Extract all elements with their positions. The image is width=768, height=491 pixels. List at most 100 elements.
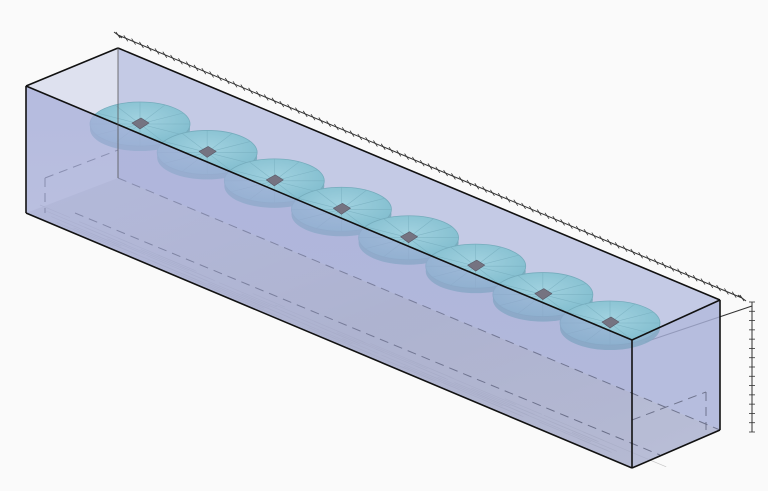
dimension-tick (357, 133, 363, 141)
dimension-tick (302, 110, 308, 118)
dimension-tick (178, 58, 183, 65)
dimension-tick (466, 179, 472, 187)
dimension-tick (154, 48, 160, 55)
edge-top-left (25, 47, 119, 87)
dimension-tick (685, 271, 690, 279)
dimension-tick (248, 87, 253, 95)
edge-bottom-right (631, 429, 721, 469)
dimension-tick (497, 192, 503, 200)
dimension-tick (380, 143, 386, 150)
dimension-tick (591, 232, 597, 239)
disk-hub (265, 174, 284, 187)
dimension-tick (716, 284, 721, 292)
dimension-tick (529, 206, 534, 213)
dimension-tick (536, 209, 542, 216)
dimension-ticks (115, 31, 755, 433)
dimension-tick (263, 94, 269, 101)
disk-hub (467, 259, 486, 272)
dimension-tick (490, 189, 495, 197)
disk-hub (332, 202, 351, 215)
dimension-tick (310, 113, 316, 121)
dimension-tick (575, 225, 581, 233)
dimension-tick (677, 268, 682, 275)
dimension-tick (131, 38, 136, 45)
disk-hub (131, 117, 150, 130)
dimension-tick (607, 238, 612, 246)
dimension-tick (349, 130, 355, 137)
dimension-tick (724, 288, 729, 295)
dimension-tick (427, 163, 433, 170)
dimension-tick (669, 265, 675, 272)
dimension-tick (419, 159, 425, 167)
dimension-tick (162, 51, 168, 58)
dimension-tick (404, 153, 409, 160)
dimension-tick (614, 242, 620, 249)
dimension-tick (170, 54, 175, 62)
dimension-tick (599, 235, 604, 243)
dimension-tick (139, 41, 144, 49)
dimension-tick (568, 222, 573, 229)
dimension-tick (560, 219, 565, 226)
edge-bottom-front (25, 212, 633, 469)
dimension-tick (622, 245, 628, 252)
dimension-tick (731, 291, 737, 298)
dimension-tick (185, 61, 191, 68)
dimension-tick (630, 248, 636, 256)
tank-front-panel (26, 86, 632, 468)
dimension-tick (326, 120, 331, 127)
disk-hub (601, 316, 620, 329)
dimension-tick (224, 77, 230, 85)
dimension-tick (513, 199, 519, 206)
disk-hub (400, 231, 419, 244)
dimension-tick (295, 107, 300, 114)
dimension-tick (544, 212, 550, 220)
dimension-tick (700, 278, 706, 285)
dimension-tick (193, 64, 199, 72)
dimension-tick (646, 255, 651, 262)
disk-hub (534, 288, 553, 300)
dimension-tick (505, 196, 511, 203)
dimension-tick (521, 202, 526, 210)
dimension-tick (341, 127, 347, 134)
edge-top-back (117, 47, 721, 301)
dimension-tick (115, 31, 121, 39)
disk-hub (198, 146, 217, 158)
dimension-tick (217, 74, 222, 81)
dimension-tick (334, 123, 339, 131)
dimension-tick (365, 136, 370, 144)
dimension-tick (287, 104, 292, 111)
dimension-tick (435, 166, 441, 174)
dimension-tick (661, 261, 667, 269)
dimension-tick (388, 146, 394, 154)
dimension-tick (638, 252, 643, 259)
dimension-tick (201, 67, 207, 75)
dimension-tick (708, 281, 714, 289)
dimension-tick (209, 71, 214, 78)
dimension-tick (279, 100, 285, 108)
edge-top-right (631, 299, 721, 341)
dimension-tick (256, 90, 261, 98)
disk-array (89, 101, 661, 350)
dimension-tick (232, 81, 238, 88)
tank-top-panel (26, 48, 720, 340)
dimension-tick (123, 35, 129, 42)
dimension-tick (583, 229, 589, 236)
dimension-tick (240, 84, 246, 91)
dimension-tick (474, 183, 480, 190)
dimension-tick (443, 169, 448, 177)
dimension-tick (412, 156, 417, 164)
dimension-tick (146, 44, 152, 52)
dimension-tick (373, 140, 378, 147)
dimension-tick (271, 97, 277, 104)
dimension-tick (451, 173, 456, 180)
tank-outline (25, 47, 721, 469)
dimension-tick (692, 275, 698, 282)
dimension-tick (396, 150, 402, 157)
tank-right-panel (632, 300, 720, 468)
dimension-tick (458, 176, 464, 183)
dimension-tick (739, 294, 745, 302)
dimension-tick (482, 186, 487, 193)
edge-top-front (25, 85, 633, 341)
